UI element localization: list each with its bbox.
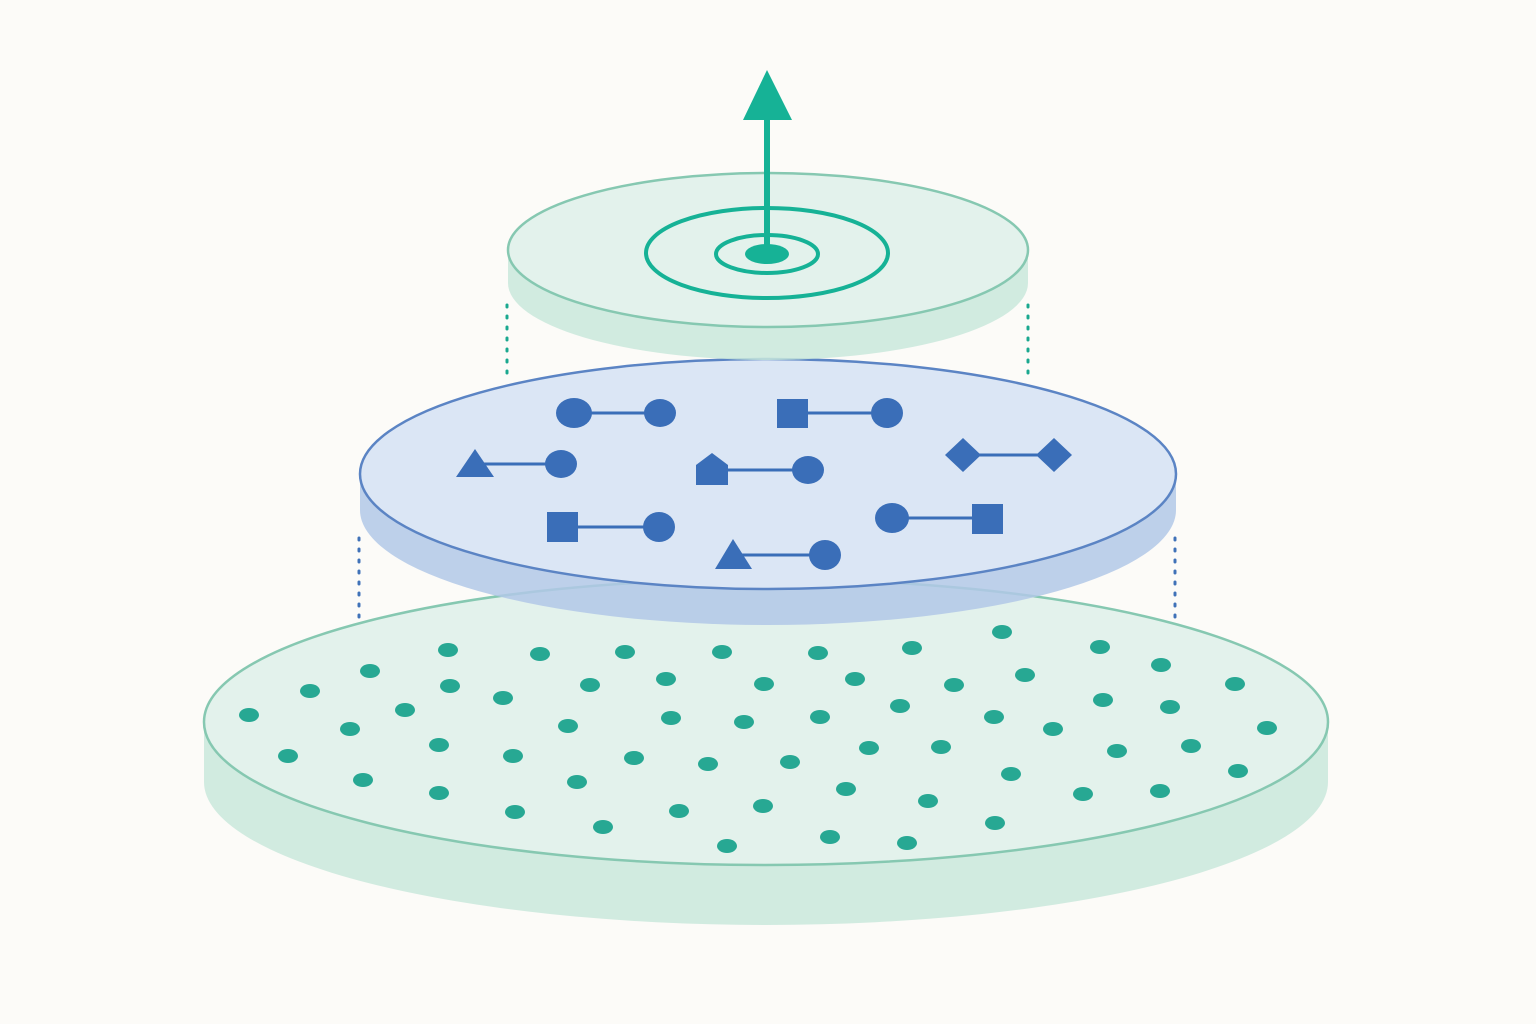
connector-lines-lower	[357, 536, 1177, 620]
circle-node	[545, 450, 577, 478]
point-dot	[493, 691, 513, 705]
point-dot	[984, 710, 1004, 724]
shape-pair	[696, 453, 824, 485]
point-dot	[1257, 721, 1277, 735]
shape-pair	[547, 512, 675, 542]
shape-pair	[945, 438, 1072, 472]
point-dot	[1228, 764, 1248, 778]
point-dot	[360, 664, 380, 678]
point-dot	[810, 710, 830, 724]
circle-node	[643, 512, 675, 542]
point-dot	[615, 645, 635, 659]
point-dot	[438, 643, 458, 657]
top-layer	[506, 70, 1030, 360]
point-dot	[931, 740, 951, 754]
shape-pair	[777, 398, 903, 428]
point-dot	[1107, 744, 1127, 758]
point-dot	[239, 708, 259, 722]
square-node	[547, 512, 578, 542]
point-dot	[1015, 668, 1035, 682]
point-dot	[1181, 739, 1201, 753]
base-layer	[202, 577, 1330, 925]
point-dot	[902, 641, 922, 655]
square-node	[972, 504, 1003, 534]
point-dot	[558, 719, 578, 733]
point-dot	[593, 820, 613, 834]
point-dot	[300, 684, 320, 698]
point-dot	[353, 773, 373, 787]
shape-pairs	[456, 398, 1072, 570]
point-dot	[278, 749, 298, 763]
triangle-node	[456, 449, 494, 477]
point-dot	[530, 647, 550, 661]
connector-lines-upper	[505, 303, 1030, 380]
point-dot	[918, 794, 938, 808]
circle-node	[556, 398, 592, 428]
point-dot	[1093, 693, 1113, 707]
point-dot	[734, 715, 754, 729]
point-dot	[944, 678, 964, 692]
point-dot	[992, 625, 1012, 639]
arrow-up-icon	[743, 70, 792, 253]
point-dot	[503, 749, 523, 763]
diamond-node	[1036, 438, 1072, 472]
point-dot	[1225, 677, 1245, 691]
point-dot	[836, 782, 856, 796]
point-dot	[808, 646, 828, 660]
pentagon-node	[696, 453, 728, 485]
point-dot	[395, 703, 415, 717]
point-dot	[1151, 658, 1171, 672]
shape-pair	[875, 503, 1003, 534]
point-dot	[780, 755, 800, 769]
point-dot	[669, 804, 689, 818]
point-dot	[717, 839, 737, 853]
point-dot	[1043, 722, 1063, 736]
point-dot	[897, 836, 917, 850]
point-dot	[1090, 640, 1110, 654]
shape-pair	[556, 398, 676, 428]
point-dot	[820, 830, 840, 844]
point-dot	[429, 786, 449, 800]
point-dot	[985, 816, 1005, 830]
square-node	[777, 399, 808, 428]
circle-node	[792, 456, 824, 484]
middle-layer	[358, 357, 1178, 625]
triangle-node	[715, 539, 752, 569]
circle-node	[644, 399, 676, 427]
point-dot	[845, 672, 865, 686]
point-dot	[429, 738, 449, 752]
point-dot	[698, 757, 718, 771]
point-dot	[580, 678, 600, 692]
point-dot	[753, 799, 773, 813]
point-dot	[624, 751, 644, 765]
point-dot	[754, 677, 774, 691]
point-dot	[661, 711, 681, 725]
circle-node	[809, 540, 841, 570]
point-dot	[890, 699, 910, 713]
point-dot	[859, 741, 879, 755]
point-dot	[567, 775, 587, 789]
shape-pair	[456, 449, 577, 478]
circle-node	[875, 503, 909, 533]
point-dot	[340, 722, 360, 736]
point-dot	[1160, 700, 1180, 714]
point-dot	[505, 805, 525, 819]
diamond-node	[945, 438, 981, 472]
base-layer-points	[239, 625, 1277, 853]
point-dot	[1001, 767, 1021, 781]
circle-node	[871, 398, 903, 428]
point-dot	[656, 672, 676, 686]
point-dot	[712, 645, 732, 659]
point-dot	[1150, 784, 1170, 798]
shape-pair	[715, 539, 841, 570]
point-dot	[440, 679, 460, 693]
point-dot	[1073, 787, 1093, 801]
